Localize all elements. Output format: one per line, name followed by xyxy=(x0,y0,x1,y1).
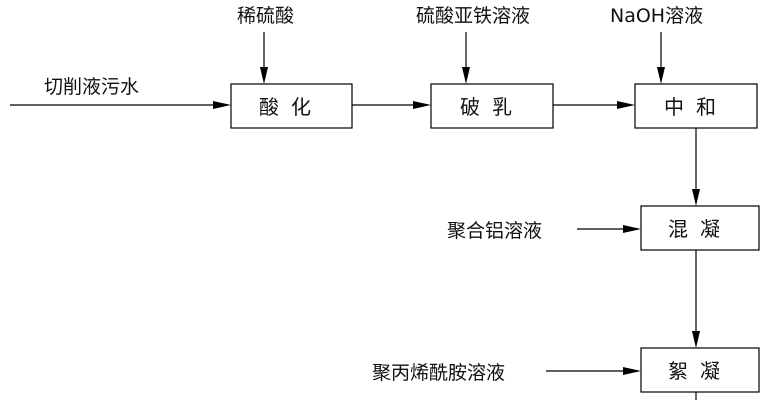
demulsification-label: 破乳 xyxy=(460,95,524,119)
demulsification-arrowhead xyxy=(413,101,431,109)
wastewater-arrowhead xyxy=(213,101,231,109)
polyacrylamide-arrowhead xyxy=(623,367,641,375)
dilute-sulfuric-acid-label: 稀硫酸 xyxy=(237,5,294,27)
neutralization-arrowhead xyxy=(617,101,635,109)
cutting-wastewater-label: 切削液污水 xyxy=(44,76,139,98)
coagulation-box xyxy=(640,205,760,251)
coagulation-label: 混凝 xyxy=(668,217,732,241)
ferrous-sulfate-solution-label: 硫酸亚铁溶液 xyxy=(416,5,530,27)
flocculation-box xyxy=(640,347,760,393)
flocculation-arrowhead xyxy=(692,331,700,348)
neutralization-label: 中和 xyxy=(664,95,728,119)
acidification-box xyxy=(230,83,353,129)
demulsification-box xyxy=(430,83,554,129)
polyaluminum-solution-label: 聚合铝溶液 xyxy=(447,220,542,242)
acidification-label: 酸化 xyxy=(259,95,323,119)
flocculation-label: 絮凝 xyxy=(668,359,732,383)
ferrous-sulfate-arrowhead xyxy=(462,67,470,84)
coagulation-arrowhead xyxy=(692,189,700,206)
polyaluminum-arrowhead xyxy=(623,225,641,233)
naoh-solution-label: NaOH溶液 xyxy=(610,5,703,27)
sulfuric-acid-arrowhead xyxy=(260,67,268,84)
polyacrylamide-solution-label: 聚丙烯酰胺溶液 xyxy=(372,362,505,384)
naoh-arrowhead xyxy=(657,67,665,84)
neutralization-box xyxy=(634,83,758,129)
